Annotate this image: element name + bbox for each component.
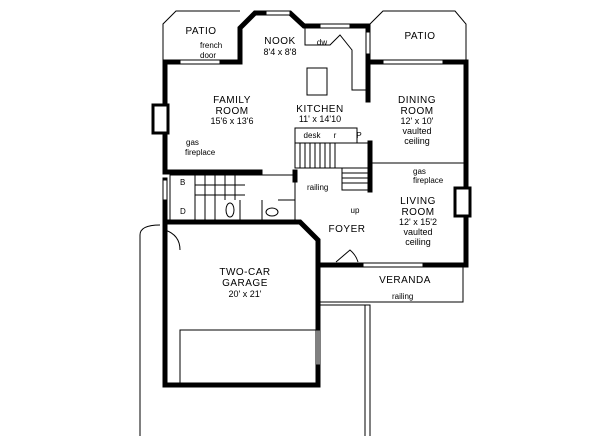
family-room-label-2: ROOM	[215, 106, 248, 117]
garage-label: TWO-CAR	[219, 267, 270, 278]
dining-room-label: DINING	[398, 95, 436, 106]
fireplace-right	[453, 186, 472, 218]
stairs-railing-label: railing	[307, 183, 328, 192]
window	[319, 23, 351, 29]
patio-left-outline	[162, 10, 240, 62]
living-room-label-2: ROOM	[401, 207, 434, 218]
patio-right-label: PATIO	[404, 31, 435, 42]
living-room-size: 12' x 15'2	[399, 217, 437, 227]
garage-entry-door[interactable]	[164, 229, 181, 251]
kitchen-counter	[304, 28, 368, 91]
gas-fireplace-right-label-2: fireplace	[413, 176, 444, 185]
driveway-edge	[139, 224, 161, 436]
window	[265, 10, 291, 16]
french-door-label-2: door	[200, 51, 216, 60]
window	[362, 262, 424, 268]
kitchen-label: KITCHEN	[296, 104, 343, 115]
window	[162, 179, 168, 201]
desk-label: desk	[304, 131, 322, 140]
patio-right-outline	[369, 10, 467, 62]
living-room-label: LIVING	[400, 196, 436, 207]
garage-door	[179, 329, 319, 386]
living-room-note-2: ceiling	[405, 237, 431, 247]
patio-left-label: PATIO	[185, 26, 216, 37]
refrigerator-label: r	[334, 131, 337, 140]
kitchen-island	[306, 67, 328, 96]
dining-room-note: vaulted	[402, 126, 431, 136]
nook-label: NOOK	[264, 36, 295, 47]
garage-label-2: GARAGE	[222, 278, 268, 289]
dryer-label: D	[180, 207, 186, 216]
living-room-note: vaulted	[403, 227, 432, 237]
family-room-label: FAMILY	[213, 95, 251, 106]
gas-fireplace-right-label: gas	[413, 167, 426, 176]
bath-label: B	[180, 178, 185, 187]
walkway	[320, 304, 371, 436]
family-room-size: 15'6 x 13'6	[211, 116, 254, 126]
foyer-label: FOYER	[329, 224, 366, 235]
french-door-label: french	[200, 41, 222, 50]
window	[179, 59, 221, 65]
stairs-up-label: up	[351, 206, 360, 215]
veranda-outline	[320, 265, 464, 303]
front-door[interactable]	[335, 249, 359, 263]
nook-size: 8'4 x 8'8	[264, 47, 297, 57]
dining-room-size: 12' x 10'	[401, 116, 434, 126]
garage-size: 20' x 21'	[229, 289, 262, 299]
dishwasher-label: dw	[317, 38, 327, 47]
window	[365, 31, 371, 55]
stairs	[294, 142, 369, 191]
gas-fireplace-left-label-2: fireplace	[185, 148, 216, 157]
gas-fireplace-left-label: gas	[186, 138, 199, 147]
kitchen-size: 11' x 14'10	[299, 114, 341, 124]
window	[382, 59, 444, 65]
veranda-label: VERANDA	[379, 275, 431, 286]
veranda-railing-label: railing	[392, 292, 413, 301]
dining-room-label-2: ROOM	[400, 106, 433, 117]
bathroom	[169, 174, 296, 221]
pantry-label: P	[356, 131, 361, 140]
fireplace-left	[151, 103, 170, 135]
dining-room-note-2: ceiling	[404, 136, 430, 146]
